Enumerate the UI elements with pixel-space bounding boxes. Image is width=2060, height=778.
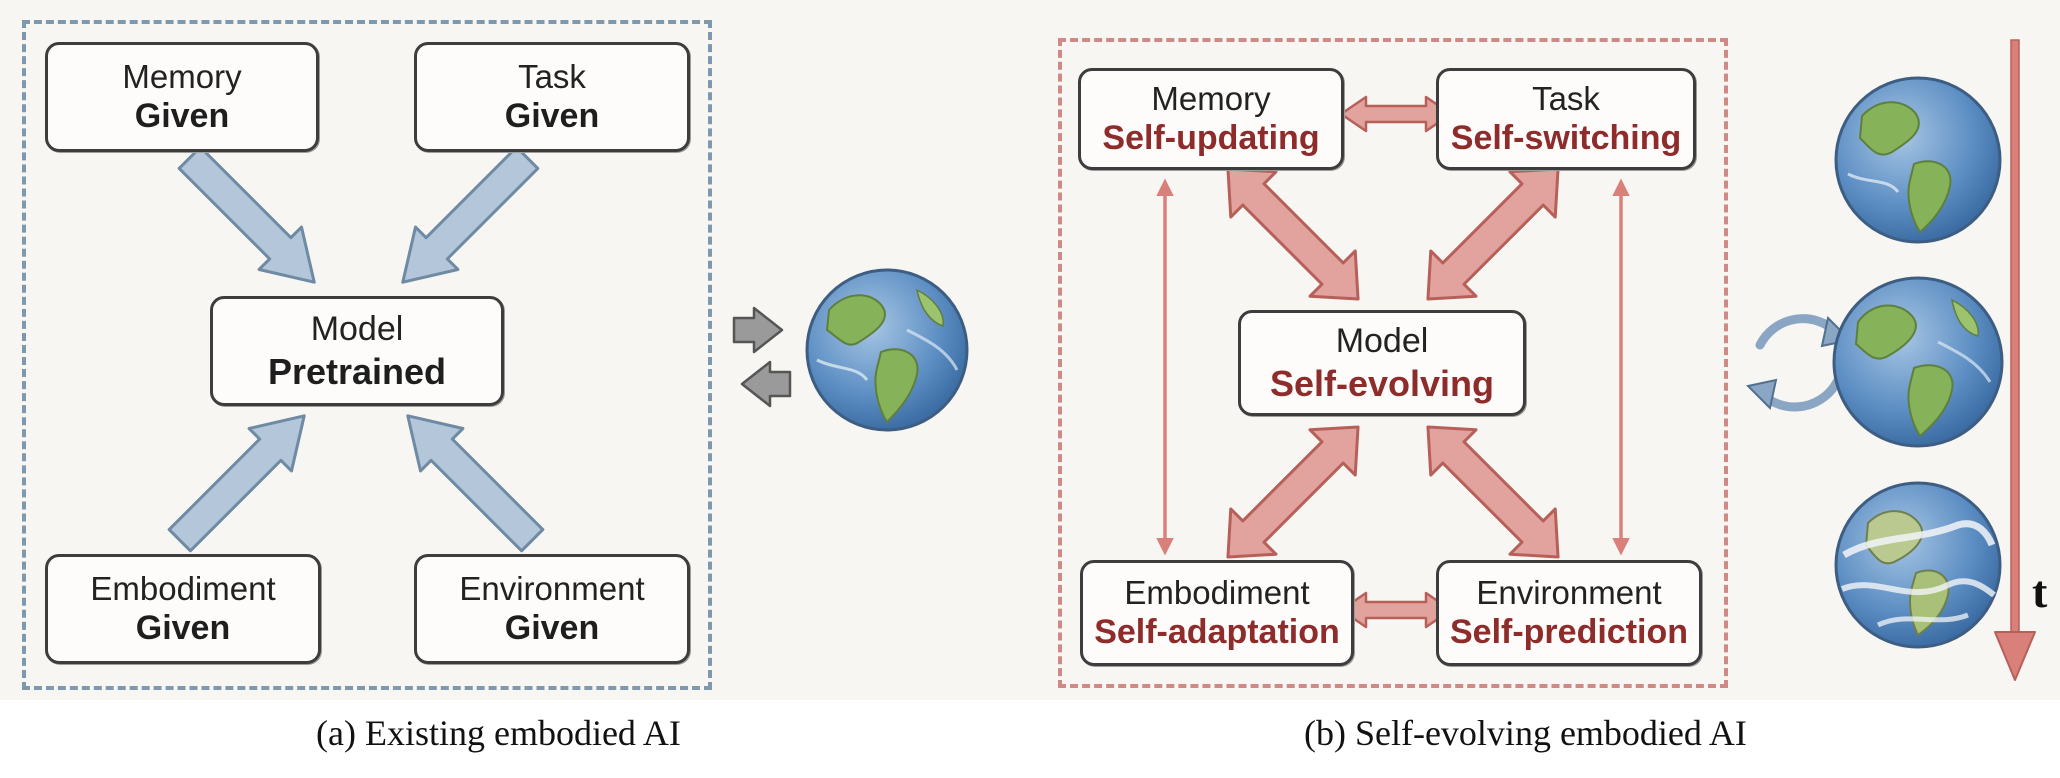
- model-label: Model: [1335, 322, 1429, 360]
- globe-icon-time-3: [1834, 481, 2002, 649]
- blue-arrow-embodiment-to-model: [167, 414, 306, 553]
- memory-label: Memory: [122, 57, 242, 95]
- panel-existing-embodied-ai: [22, 20, 712, 690]
- time-axis-label: t: [2032, 566, 2048, 617]
- caption-a: (a) Existing embodied AI: [316, 713, 681, 753]
- task-label: Task: [1532, 79, 1600, 117]
- panel-self-evolving-embodied-ai: [1058, 38, 1728, 688]
- red-double-arrow-embodiment-model: [1226, 425, 1360, 559]
- time-arrow-icon: [1994, 39, 2036, 681]
- red-double-arrow-embodiment-environment: [1339, 591, 1453, 629]
- globe-icon-time-1: [1834, 76, 2002, 244]
- task-status: Self-switching: [1450, 119, 1682, 158]
- red-double-arrow-memory-task: [1339, 95, 1453, 133]
- red-double-arrow-task-model: [1426, 167, 1560, 301]
- red-double-arrow-environment-model: [1426, 425, 1560, 559]
- memory-status: Given: [134, 97, 230, 136]
- red-double-arrow-memory-model: [1226, 167, 1360, 301]
- model-status: Pretrained: [267, 350, 447, 392]
- task-label: Task: [518, 57, 586, 95]
- double-arrow-icon: [732, 306, 792, 408]
- environment-status: Given: [504, 609, 600, 648]
- memory-status: Self-updating: [1102, 119, 1320, 158]
- environment-status: Self-prediction: [1449, 613, 1689, 652]
- globe-icon: [805, 268, 969, 432]
- blue-arrow-task-to-model: [401, 145, 540, 284]
- task-box-self-evolving: Task Self-switching: [1436, 68, 1696, 170]
- embodiment-box-self-evolving: Embodiment Self-adaptation: [1080, 560, 1354, 666]
- embodiment-box: Embodiment Given: [45, 554, 321, 664]
- embodiment-label: Embodiment: [1124, 573, 1310, 611]
- task-status: Given: [504, 97, 600, 136]
- embodiment-status: Given: [135, 609, 231, 648]
- memory-box-self-evolving: Memory Self-updating: [1078, 68, 1344, 170]
- memory-box: Memory Given: [45, 42, 319, 152]
- environment-label: Environment: [1476, 573, 1662, 611]
- environment-box: Environment Given: [414, 554, 690, 664]
- model-box-self-evolving: Model Self-evolving: [1238, 310, 1526, 416]
- blue-arrow-memory-to-model: [177, 145, 316, 284]
- globe-icon-time-2: [1832, 276, 2004, 448]
- model-status: Self-evolving: [1269, 362, 1495, 404]
- environment-label: Environment: [459, 569, 645, 607]
- model-box: Model Pretrained: [210, 296, 504, 406]
- blue-arrow-environment-to-model: [406, 414, 545, 553]
- caption-b: (b) Self-evolving embodied AI: [1304, 713, 1747, 753]
- embodiment-label: Embodiment: [90, 569, 276, 607]
- environment-box-self-evolving: Environment Self-prediction: [1436, 560, 1702, 666]
- task-box: Task Given: [414, 42, 690, 152]
- memory-label: Memory: [1151, 79, 1271, 117]
- model-label: Model: [310, 310, 404, 348]
- embodiment-status: Self-adaptation: [1094, 613, 1340, 652]
